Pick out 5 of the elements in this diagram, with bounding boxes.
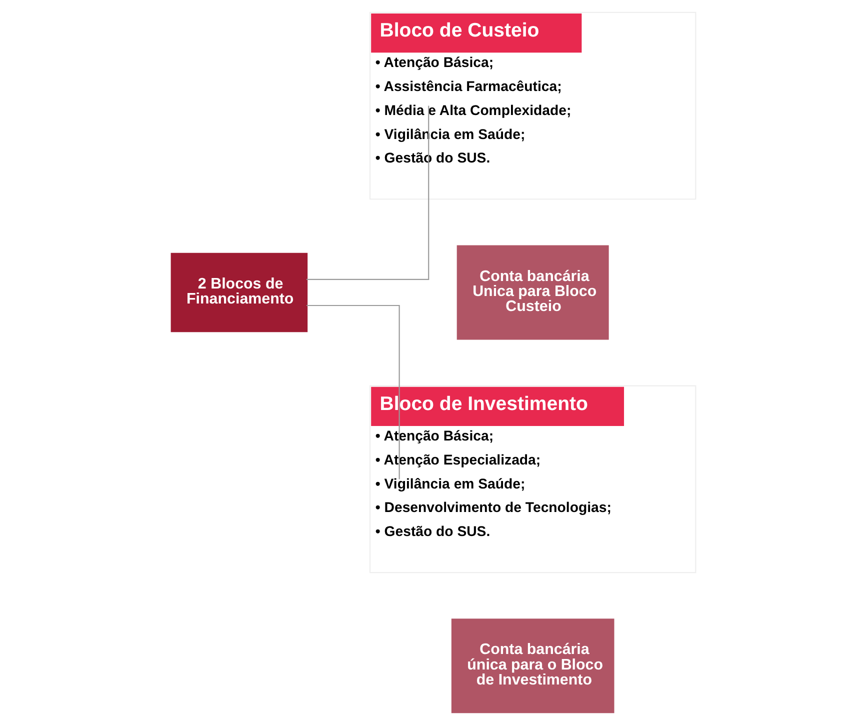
node-box: 2 Blocos de Financiamento bbox=[170, 252, 308, 332]
node-box: Conta bancária Unica para Bloco Custeio bbox=[456, 245, 608, 340]
connector bbox=[306, 304, 400, 480]
connector bbox=[306, 106, 429, 280]
node-box: Conta bancária única para o Bloco de Investimento bbox=[450, 618, 614, 714]
